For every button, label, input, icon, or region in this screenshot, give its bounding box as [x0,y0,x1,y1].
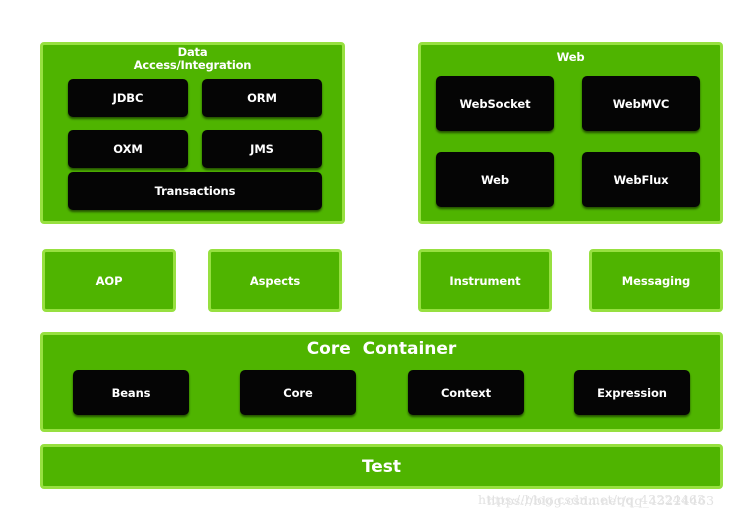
panel-title-web: Web [556,50,585,64]
module-oxm-label: OXM [113,142,143,156]
module-aop[interactable]: AOP [42,249,176,312]
module-webflux[interactable]: WebFlux [582,152,700,207]
module-oxm[interactable]: OXM [68,130,188,168]
module-beans-label: Beans [111,385,151,400]
module-transactions-label: Transactions [154,184,236,198]
module-expression[interactable]: Expression [574,370,690,415]
module-jdbc[interactable]: JDBC [68,79,188,117]
module-webflux-label: WebFlux [613,172,669,187]
module-orm[interactable]: ORM [202,79,322,117]
module-web[interactable]: Web [436,152,554,207]
module-context[interactable]: Context [408,370,524,415]
module-aop-label: AOP [95,273,123,288]
module-aspects-label: Aspects [249,273,301,288]
panel-test[interactable]: Test [40,444,723,489]
module-aspects[interactable]: Aspects [208,249,342,312]
module-instrument-label: Instrument [449,273,521,288]
module-jdbc-label: JDBC [112,91,144,105]
module-messaging[interactable]: Messaging [589,249,723,312]
panel-title-data-access-integration: Data Access/Integration [133,45,252,72]
module-beans[interactable]: Beans [73,370,189,415]
module-webmvc[interactable]: WebMVC [582,76,700,131]
module-websocket[interactable]: WebSocket [436,76,554,131]
module-core[interactable]: Core [240,370,356,415]
module-jms[interactable]: JMS [202,130,322,168]
module-web-label: Web [480,172,509,187]
panel-title-core-container: Core Container [306,339,457,359]
panel-title-test: Test [361,456,402,477]
module-messaging-label: Messaging [621,273,691,288]
module-context-label: Context [440,385,492,400]
module-webmvc-label: WebMVC [612,96,670,111]
module-websocket-label: WebSocket [459,96,531,111]
watermark-url-secondary: https://blog.csdn.net/qq_43224463 [487,493,715,508]
watermark-url-primary: https://blog.csdn.net/qq_43224463 [478,492,706,507]
module-transactions[interactable]: Transactions [68,172,322,210]
module-jms-label: JMS [250,142,274,156]
module-expression-label: Expression [597,385,667,400]
module-instrument[interactable]: Instrument [418,249,552,312]
module-orm-label: ORM [247,91,277,105]
module-core-label: Core [283,385,313,400]
